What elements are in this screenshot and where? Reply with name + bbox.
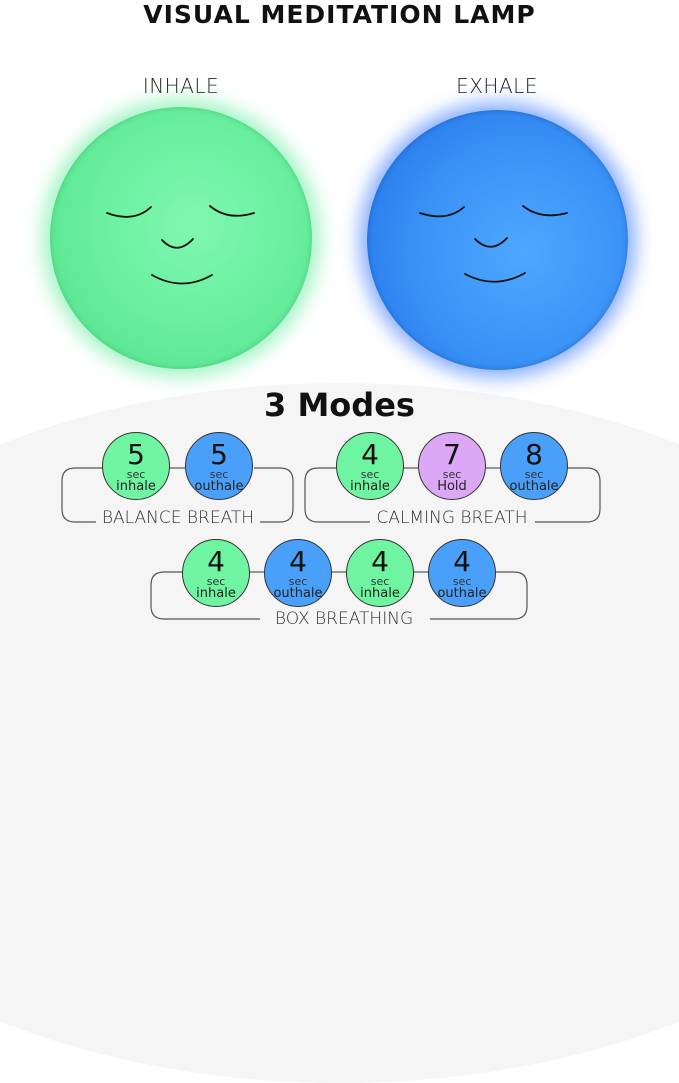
step-unit: sec bbox=[360, 467, 380, 481]
calming-step-hold: 7 sec Hold bbox=[418, 432, 486, 500]
step-action: outhale bbox=[509, 478, 559, 494]
balance-step-inhale: 5 sec inhale bbox=[102, 432, 170, 500]
step-unit: sec bbox=[370, 574, 390, 588]
mode-loop-lines bbox=[61, 467, 601, 620]
mode-label-balance: BALANCE BREATH bbox=[95, 508, 261, 528]
step-seconds: 4 bbox=[207, 544, 225, 578]
step-action: outhale bbox=[194, 478, 244, 494]
inhale-lamp bbox=[50, 107, 312, 369]
box-step-inhale-2: 4 sec inhale bbox=[346, 539, 414, 607]
exhale-label: EXHALE bbox=[456, 74, 538, 98]
step-unit: sec bbox=[209, 467, 229, 481]
step-unit: sec bbox=[524, 467, 544, 481]
step-unit: sec bbox=[442, 467, 462, 481]
inhale-label: INHALE bbox=[142, 74, 220, 98]
step-action: outhale bbox=[273, 585, 323, 601]
step-seconds: 4 bbox=[361, 437, 379, 471]
step-action: Hold bbox=[437, 478, 467, 494]
modes-title: 3 Modes bbox=[264, 386, 415, 424]
page-title: VISUAL MEDITATION LAMP bbox=[143, 0, 536, 29]
calming-step-outhale: 8 sec outhale bbox=[500, 432, 568, 500]
step-seconds: 5 bbox=[127, 437, 145, 471]
exhale-lamp bbox=[367, 110, 628, 370]
box-step-outhale-2: 4 sec outhale bbox=[428, 539, 496, 607]
sleeping-face-icon bbox=[419, 205, 568, 283]
step-action: inhale bbox=[116, 478, 156, 494]
step-unit: sec bbox=[452, 574, 472, 588]
step-unit: sec bbox=[288, 574, 308, 588]
step-action: inhale bbox=[350, 478, 390, 494]
mode-label-box: BOX BREATHING bbox=[268, 609, 420, 629]
step-action: inhale bbox=[360, 585, 400, 601]
step-seconds: 7 bbox=[443, 437, 461, 471]
step-unit: sec bbox=[206, 574, 226, 588]
step-seconds: 8 bbox=[525, 437, 543, 471]
step-unit: sec bbox=[126, 467, 146, 481]
step-seconds: 4 bbox=[289, 544, 307, 578]
step-seconds: 4 bbox=[453, 544, 471, 578]
sleeping-face-icon bbox=[106, 205, 255, 285]
calming-step-inhale: 4 sec inhale bbox=[336, 432, 404, 500]
box-step-outhale-1: 4 sec outhale bbox=[264, 539, 332, 607]
step-seconds: 5 bbox=[210, 437, 228, 471]
balance-step-outhale: 5 sec outhale bbox=[185, 432, 253, 500]
box-step-inhale-1: 4 sec inhale bbox=[182, 539, 250, 607]
step-action: outhale bbox=[437, 585, 487, 601]
step-action: inhale bbox=[196, 585, 236, 601]
step-seconds: 4 bbox=[371, 544, 389, 578]
mode-label-calming: CALMING BREATH bbox=[370, 508, 534, 528]
